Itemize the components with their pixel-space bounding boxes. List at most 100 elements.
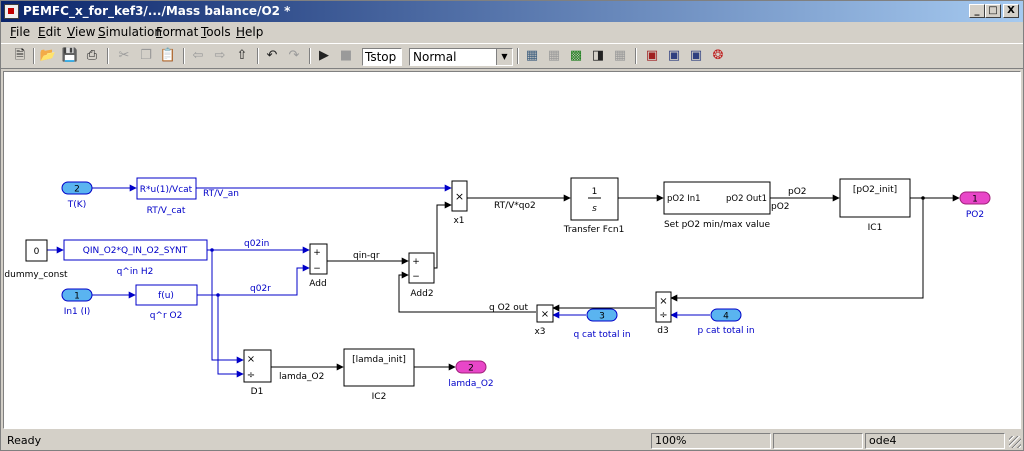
zoom-level: 100% xyxy=(651,433,771,449)
menu-help-label: elp xyxy=(245,25,264,39)
block-d1[interactable]: × ÷ D1 xyxy=(243,349,272,397)
target-icon[interactable]: ❂ xyxy=(712,48,724,63)
menu-tools-accel: T xyxy=(201,25,207,39)
menu-view-accel: V xyxy=(67,25,75,39)
stop-icon[interactable]: ■ xyxy=(339,48,353,63)
signal-fu-to-add[interactable] xyxy=(197,264,310,296)
inport-p-cat[interactable]: 4 p cat total in xyxy=(697,308,755,336)
signal-label-rtv-qo2: RT/V*qo2 xyxy=(494,201,536,211)
menu-tools[interactable]: Tools xyxy=(201,25,231,39)
block-dummy-const[interactable]: 0 dummy_const xyxy=(4,239,68,280)
up-icon[interactable]: ⇧ xyxy=(236,48,248,63)
svg-text:×: × xyxy=(455,190,464,203)
block-qin-label: q^in H2 xyxy=(117,267,154,277)
menu-simulation-accel: S xyxy=(98,25,106,39)
print-icon[interactable]: ⎙ xyxy=(86,48,98,63)
cut-icon[interactable]: ✂ xyxy=(118,48,130,63)
menu-file[interactable]: File xyxy=(10,25,30,39)
toolbar-separator xyxy=(33,48,35,64)
signal-fu-to-d1[interactable] xyxy=(217,295,244,378)
block-d3-label: d3 xyxy=(657,326,668,336)
toolbar-separator xyxy=(107,48,109,64)
block-x1[interactable]: × x1 xyxy=(451,180,468,226)
outport-lamda-o2-label: lamda_O2 xyxy=(448,379,493,389)
inport-q-cat[interactable]: 3 q cat total in xyxy=(573,308,631,340)
block-ic2-value: [lamda_init] xyxy=(352,355,406,365)
block-ic2-label: IC2 xyxy=(372,392,387,402)
open-icon[interactable]: 📂 xyxy=(39,48,57,63)
signal-add2-to-x1[interactable] xyxy=(434,201,452,269)
signal-po2-feedback[interactable] xyxy=(670,198,924,302)
close-button[interactable]: X xyxy=(1003,4,1019,18)
forward-icon[interactable]: ⇨ xyxy=(214,48,226,63)
maximize-button[interactable]: □ xyxy=(985,4,1001,18)
copy-icon[interactable]: ❐ xyxy=(140,48,152,63)
signal-x3-to-add2[interactable] xyxy=(398,271,536,313)
update-icon[interactable]: ▦ xyxy=(547,48,561,63)
block-d3[interactable]: × ÷ d3 xyxy=(655,291,672,336)
menu-view-label: iew xyxy=(74,25,96,39)
build-icon[interactable]: ▦ xyxy=(525,48,539,63)
outport-lamda-o2[interactable]: 2 lamda_O2 xyxy=(448,360,494,389)
blue-signal-lines xyxy=(47,184,710,378)
redo-icon[interactable]: ↷ xyxy=(288,48,300,63)
play-icon[interactable]: ▶ xyxy=(319,48,329,63)
new-icon[interactable]: 🗎 xyxy=(14,48,26,63)
inport-in1-number: 1 xyxy=(74,292,80,302)
block-ic2[interactable]: [lamda_init] IC2 xyxy=(343,348,415,402)
block-add2[interactable]: + − Add2 xyxy=(408,252,435,299)
subsystem-inport-label: pO2 In1 xyxy=(667,194,701,204)
minimize-button[interactable]: _ xyxy=(969,4,985,18)
model-advisor-icon[interactable]: ▣ xyxy=(645,48,659,63)
block-ic1[interactable]: [pO2_init] IC1 xyxy=(839,178,911,233)
block-fu-label: q^r O2 xyxy=(150,311,183,321)
menu-view[interactable]: View xyxy=(67,25,95,39)
menu-help[interactable]: Help xyxy=(236,25,263,39)
svg-text:−: − xyxy=(313,264,321,274)
menu-format-label: ormat xyxy=(162,25,199,39)
paste-icon[interactable]: 📋 xyxy=(159,48,177,63)
menu-edit[interactable]: Edit xyxy=(38,25,61,39)
block-ic1-value: [pO2_init] xyxy=(853,185,897,195)
resize-grip[interactable] xyxy=(1009,436,1021,448)
block-add2-label: Add2 xyxy=(410,289,433,299)
toolbar-separator xyxy=(635,48,637,64)
browser-icon[interactable]: ▣ xyxy=(689,48,703,63)
block-qin-h2[interactable]: QIN_O2*Q_IN_O2_SYNT q^in H2 xyxy=(63,239,208,277)
model-explorer-icon[interactable]: ◨ xyxy=(591,48,605,63)
block-rt-vcat[interactable]: R*u(1)/Vcat RT/V_cat xyxy=(136,177,197,216)
block-x3[interactable]: × x3 xyxy=(534,304,554,337)
block-qin-expr: QIN_O2*Q_IN_O2_SYNT xyxy=(83,246,188,256)
const-value: 0 xyxy=(34,247,40,257)
status-empty-pane xyxy=(773,433,863,449)
signal-label-qin-qr: qin-qr xyxy=(353,251,380,261)
outport-lamda-o2-number: 2 xyxy=(468,364,474,374)
debugger-icon[interactable]: ▦ xyxy=(613,48,627,63)
save-icon[interactable]: 💾 xyxy=(61,48,79,63)
block-fu-expr: f(u) xyxy=(158,291,174,301)
back-icon[interactable]: ⇦ xyxy=(192,48,204,63)
simulation-mode-select[interactable]: Normal▼ xyxy=(409,48,513,66)
chevron-down-icon[interactable]: ▼ xyxy=(496,49,512,65)
menu-help-accel: H xyxy=(236,25,246,39)
inport-t[interactable]: 2 T(K) xyxy=(61,181,93,210)
signal-qin-to-d1[interactable] xyxy=(211,250,244,364)
undo-icon[interactable]: ↶ xyxy=(266,48,278,63)
model-canvas[interactable]: 2 T(K) R*u(1)/Vcat RT/V_cat RT/V_an 0 du… xyxy=(3,71,1021,429)
outport-po2[interactable]: 1 PO2 xyxy=(959,191,991,220)
outport-po2-label: PO2 xyxy=(966,210,984,220)
library-browser-icon[interactable]: ▩ xyxy=(569,48,583,63)
simulink-app-icon[interactable] xyxy=(4,4,19,19)
menu-format[interactable]: Format xyxy=(156,25,198,39)
block-set-po2-subsystem[interactable]: pO2 In1 pO2 Out1 Set pO2 min/max value xyxy=(663,181,771,230)
stop-time-field[interactable]: Tstop xyxy=(362,48,402,66)
menu-simulation[interactable]: Simulation xyxy=(98,25,162,39)
block-transfer-fcn[interactable]: 1 s Transfer Fcn1 xyxy=(563,177,625,235)
block-rt-vcat-label: RT/V_cat xyxy=(147,206,186,216)
block-fu[interactable]: f(u) q^r O2 xyxy=(135,284,198,321)
find-icon[interactable]: ▣ xyxy=(667,48,681,63)
block-diagram: 2 T(K) R*u(1)/Vcat RT/V_cat RT/V_an 0 du… xyxy=(4,177,991,402)
block-add[interactable]: + − Add xyxy=(309,243,328,289)
title-bar[interactable]: PEMFC_x_for_kef3/.../Mass balance/O2 * _… xyxy=(1,1,1023,22)
inport-in1[interactable]: 1 In1 (I) xyxy=(61,288,93,317)
